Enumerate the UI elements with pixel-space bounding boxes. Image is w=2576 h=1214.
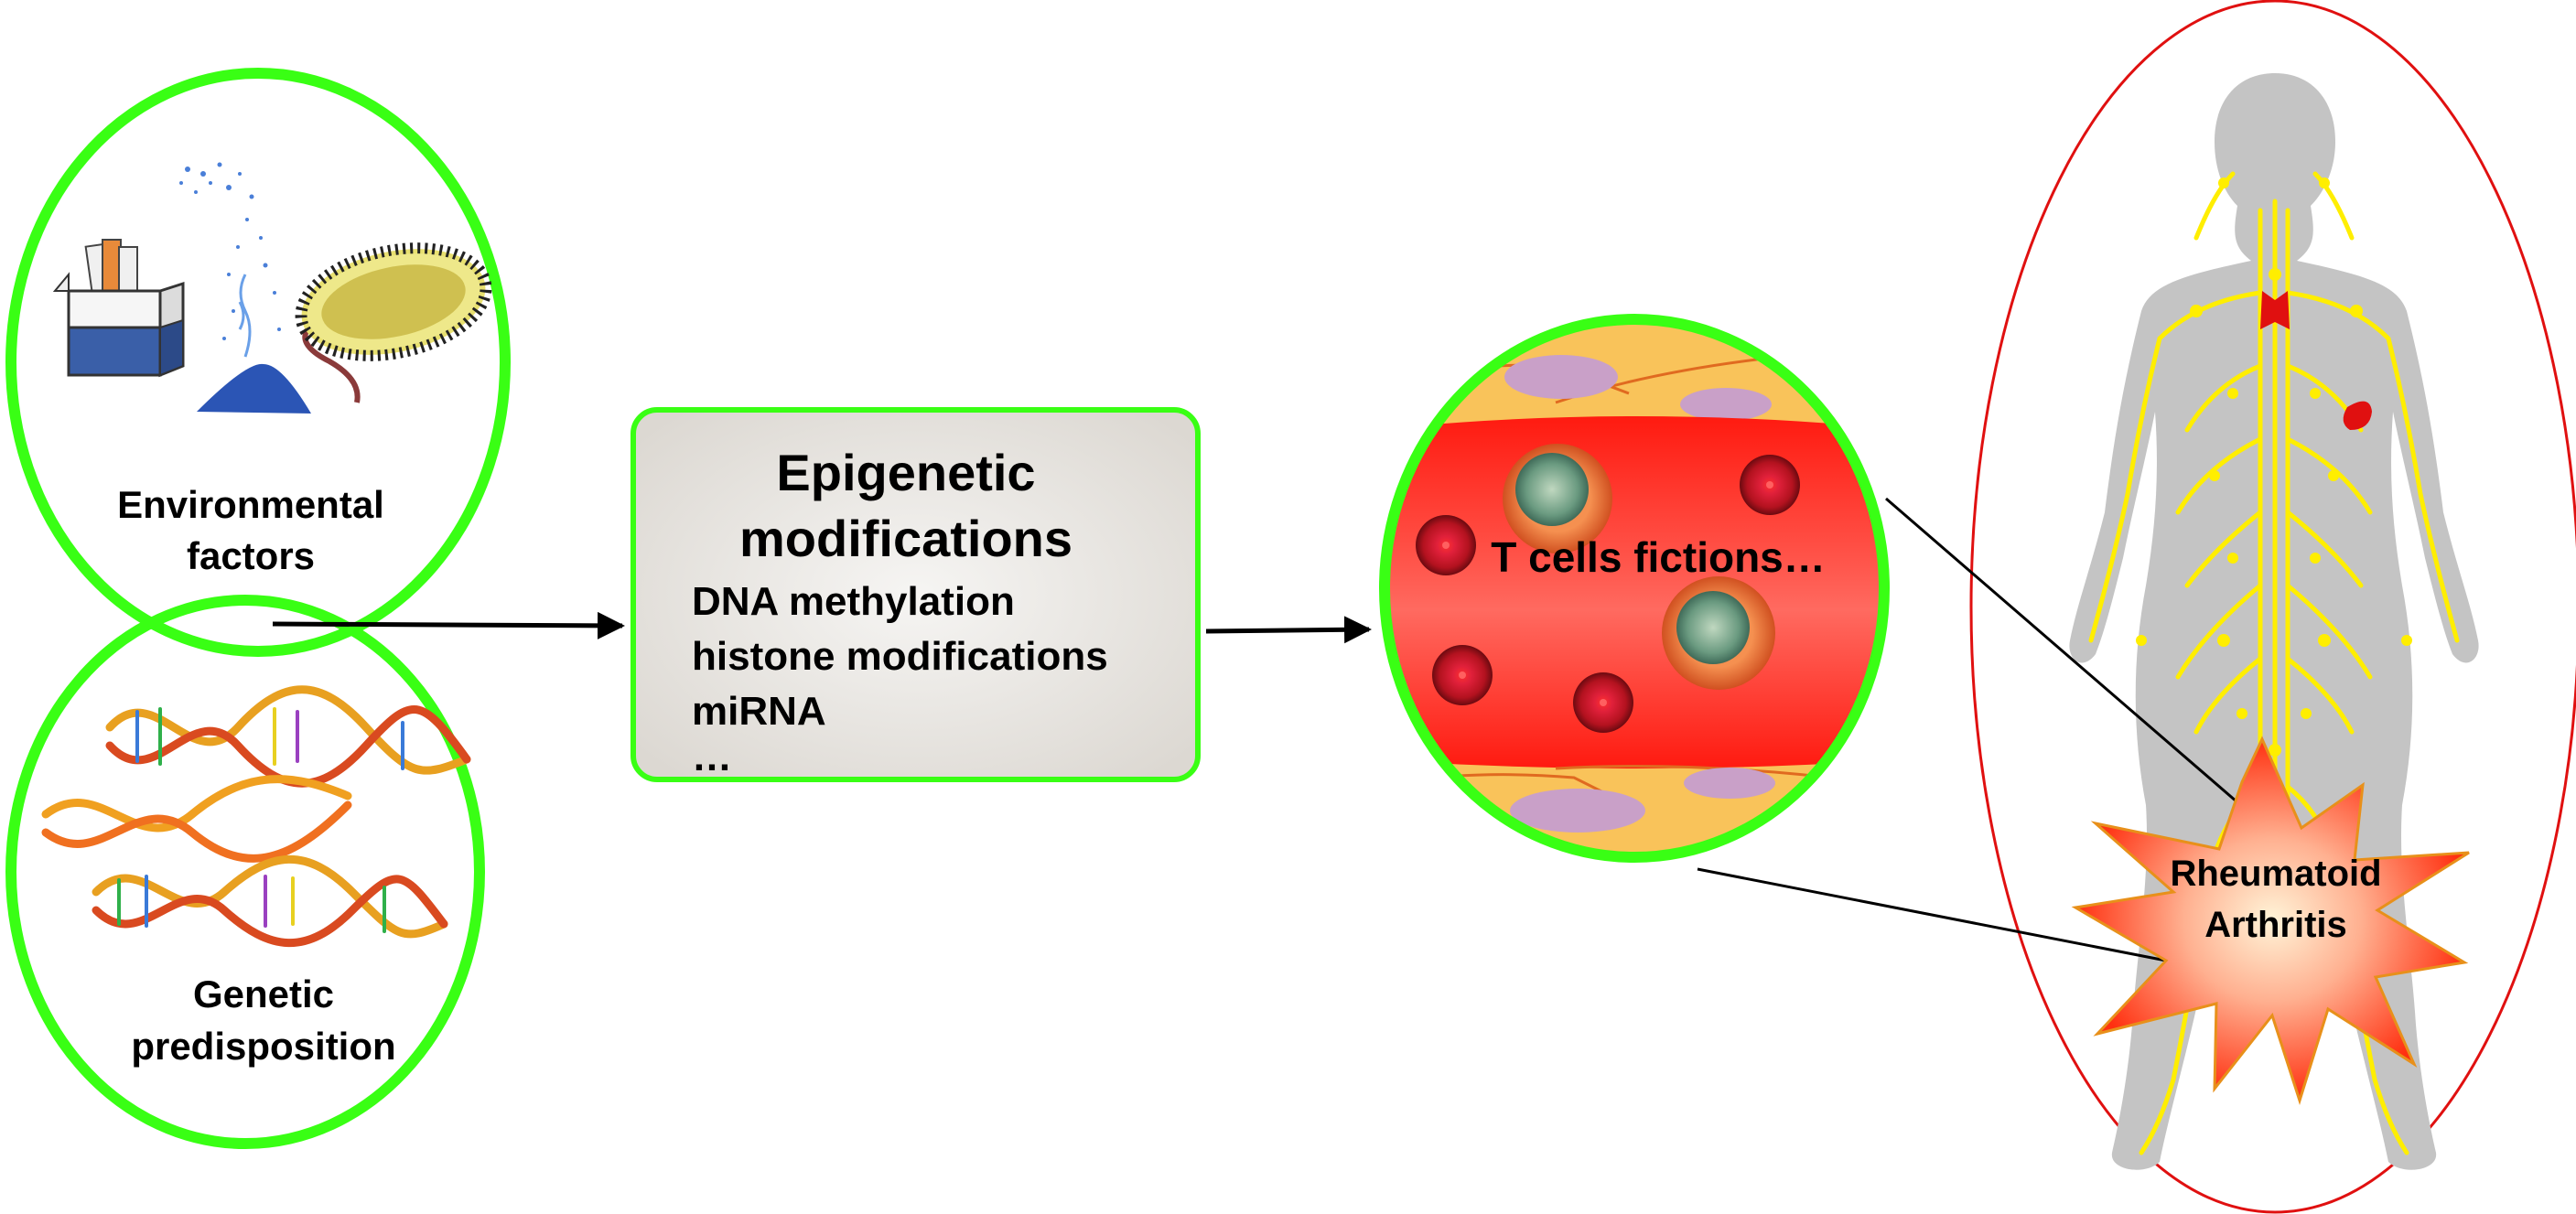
arrow-to-tcells: [1205, 616, 1372, 644]
dna-helix-icon: [41, 685, 471, 948]
epigenetic-item-mirna: miRNA: [692, 689, 826, 734]
environmental-label-line2: factors: [187, 534, 315, 577]
epigenetic-box-group: Epigenetic modifications DNA methylation…: [631, 407, 1201, 782]
genetic-label-line2: predisposition: [131, 1025, 395, 1068]
connector-line-lower: [1697, 867, 2167, 962]
starburst-icon: [2071, 736, 2470, 1105]
bacterium-icon: [295, 242, 492, 403]
epigenetic-item-histone: histone modifications: [692, 634, 1108, 679]
epigenetic-title-line1: Epigenetic: [776, 444, 1035, 501]
environmental-circle: [5, 68, 511, 657]
cigarette-pack-icon: [52, 239, 185, 378]
thymus-icon: [2260, 291, 2290, 329]
tcell-label: T cells fictions…: [1491, 533, 1826, 581]
arrow-to-epigenetic: [272, 611, 625, 639]
environmental-label-line1: Environmental: [117, 483, 384, 526]
human-body-group: Rheumatoid Arthritis: [1697, 0, 2576, 1214]
dust-pile-icon: [179, 162, 311, 414]
genetic-label-line1: Genetic: [193, 972, 334, 1015]
spleen-icon: [2343, 401, 2372, 430]
genetic-circle: [5, 595, 485, 1149]
genetic-predisposition-group: Genetic predisposition: [5, 595, 485, 1149]
ra-label-line2: Arthritis: [2204, 905, 2347, 945]
tcell-circle: [1379, 314, 1890, 863]
epigenetic-title-line2: modifications: [739, 510, 1072, 567]
t-cell-icon: [1503, 444, 1775, 690]
epigenetic-box: [631, 407, 1201, 782]
connector-line-upper: [1885, 497, 2245, 810]
ra-label-line1: Rheumatoid: [2170, 854, 2381, 894]
environmental-factors-group: Environmental factors: [5, 68, 511, 657]
body-oval: [1969, 0, 2576, 1214]
red-blood-cell-icon: [1416, 455, 1800, 733]
epigenetic-item-ellipsis: …: [692, 735, 732, 779]
tcell-vessel-group: T cells fictions…: [1379, 314, 1890, 863]
epigenetic-item-dna-methylation: DNA methylation: [692, 579, 1015, 624]
